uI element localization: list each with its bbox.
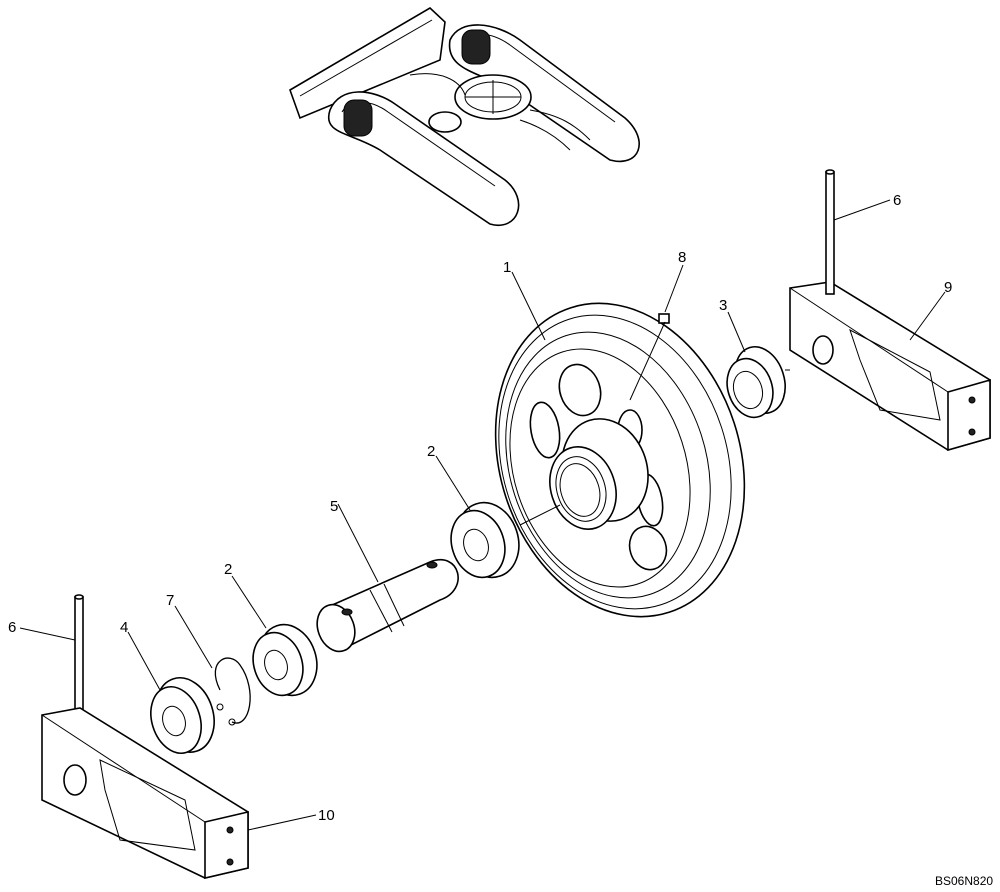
callout-8: 8 bbox=[678, 249, 686, 266]
callout-2-middle: 2 bbox=[427, 443, 435, 460]
callout-10: 10 bbox=[318, 807, 335, 824]
callout-4: 4 bbox=[120, 619, 128, 636]
callout-6-left: 6 bbox=[8, 619, 16, 636]
leader-lines bbox=[19, 199, 946, 831]
roll-pin-right bbox=[825, 169, 835, 295]
callout-2-lower: 2 bbox=[224, 561, 232, 578]
callout-1: 1 bbox=[503, 259, 511, 276]
bearing-lower bbox=[252, 623, 318, 697]
callout-3: 3 bbox=[719, 297, 727, 314]
undercarriage-overview bbox=[289, 7, 640, 227]
bracket-right bbox=[789, 281, 991, 452]
roll-pin-left bbox=[74, 594, 84, 718]
callout-9: 9 bbox=[944, 279, 952, 296]
shaft-part bbox=[316, 559, 459, 653]
callout-5: 5 bbox=[330, 498, 338, 515]
idler-wheel bbox=[494, 302, 746, 618]
bracket-left bbox=[41, 707, 249, 880]
snap-ring bbox=[214, 657, 251, 726]
drawing-code: BS06N820 bbox=[935, 874, 993, 888]
seal-lower bbox=[150, 677, 215, 754]
callout-7: 7 bbox=[166, 592, 174, 609]
plug-part bbox=[658, 313, 670, 324]
bearing-middle bbox=[450, 501, 520, 579]
seal-part bbox=[726, 346, 786, 419]
callout-6-right: 6 bbox=[893, 192, 901, 209]
